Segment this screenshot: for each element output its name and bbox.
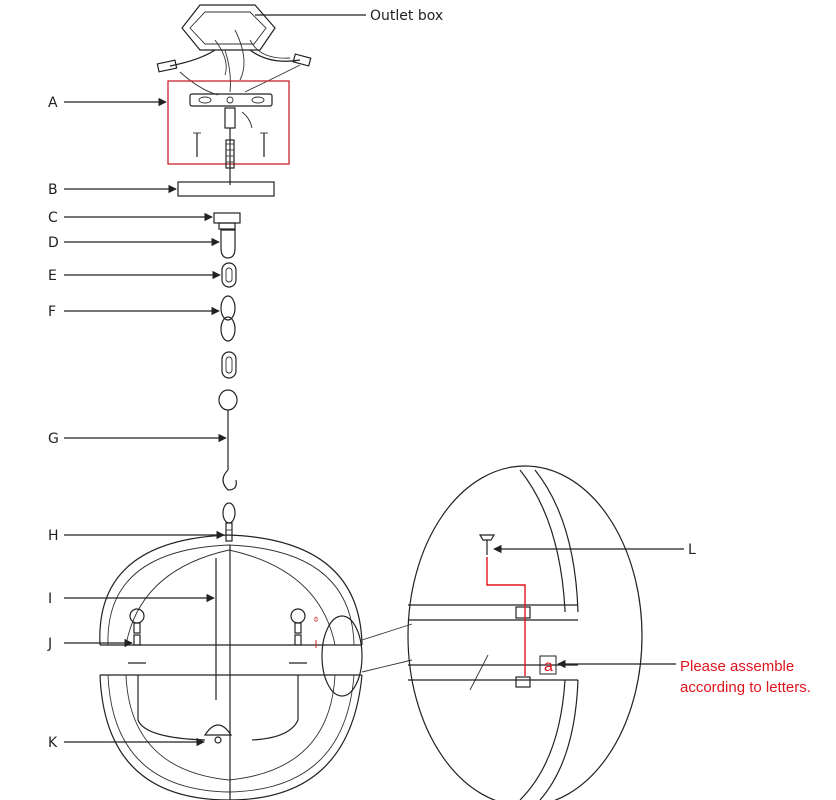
part-h-top-loop bbox=[222, 502, 236, 542]
zoom-source-ellipse bbox=[321, 615, 363, 697]
label-j: J bbox=[47, 636, 52, 652]
detail-marker-a: a bbox=[544, 658, 553, 675]
label-i: I bbox=[48, 591, 52, 607]
outlet-box bbox=[156, 4, 312, 81]
part-g-hook-rod bbox=[218, 389, 238, 491]
label-k: K bbox=[48, 735, 58, 751]
assembly-note-line2: according to letters. bbox=[680, 679, 811, 696]
label-g: G bbox=[48, 431, 59, 447]
label-l: L bbox=[688, 542, 696, 558]
part-a-highlight-box bbox=[167, 80, 290, 165]
label-f: F bbox=[48, 304, 56, 320]
part-b-canopy bbox=[177, 181, 275, 197]
svg-text:⌽: ⌽ bbox=[313, 614, 319, 625]
part-e-link bbox=[221, 262, 237, 288]
part-a-mounting-bracket bbox=[189, 93, 273, 185]
assembly-note-line1: Please assemble bbox=[680, 658, 794, 675]
detail-view bbox=[407, 465, 643, 800]
label-e: E bbox=[48, 268, 57, 284]
label-d: D bbox=[48, 235, 59, 251]
label-c: C bbox=[48, 210, 58, 226]
label-a: A bbox=[48, 95, 58, 111]
part-c-collar bbox=[213, 212, 241, 224]
part-d-loop bbox=[220, 229, 236, 259]
part-f-chain bbox=[220, 295, 237, 379]
label-h: H bbox=[48, 528, 59, 544]
sphere-fixture: ⌽ bbox=[99, 534, 363, 800]
label-b: B bbox=[48, 182, 58, 198]
outlet-box-label: Outlet box bbox=[370, 8, 443, 24]
